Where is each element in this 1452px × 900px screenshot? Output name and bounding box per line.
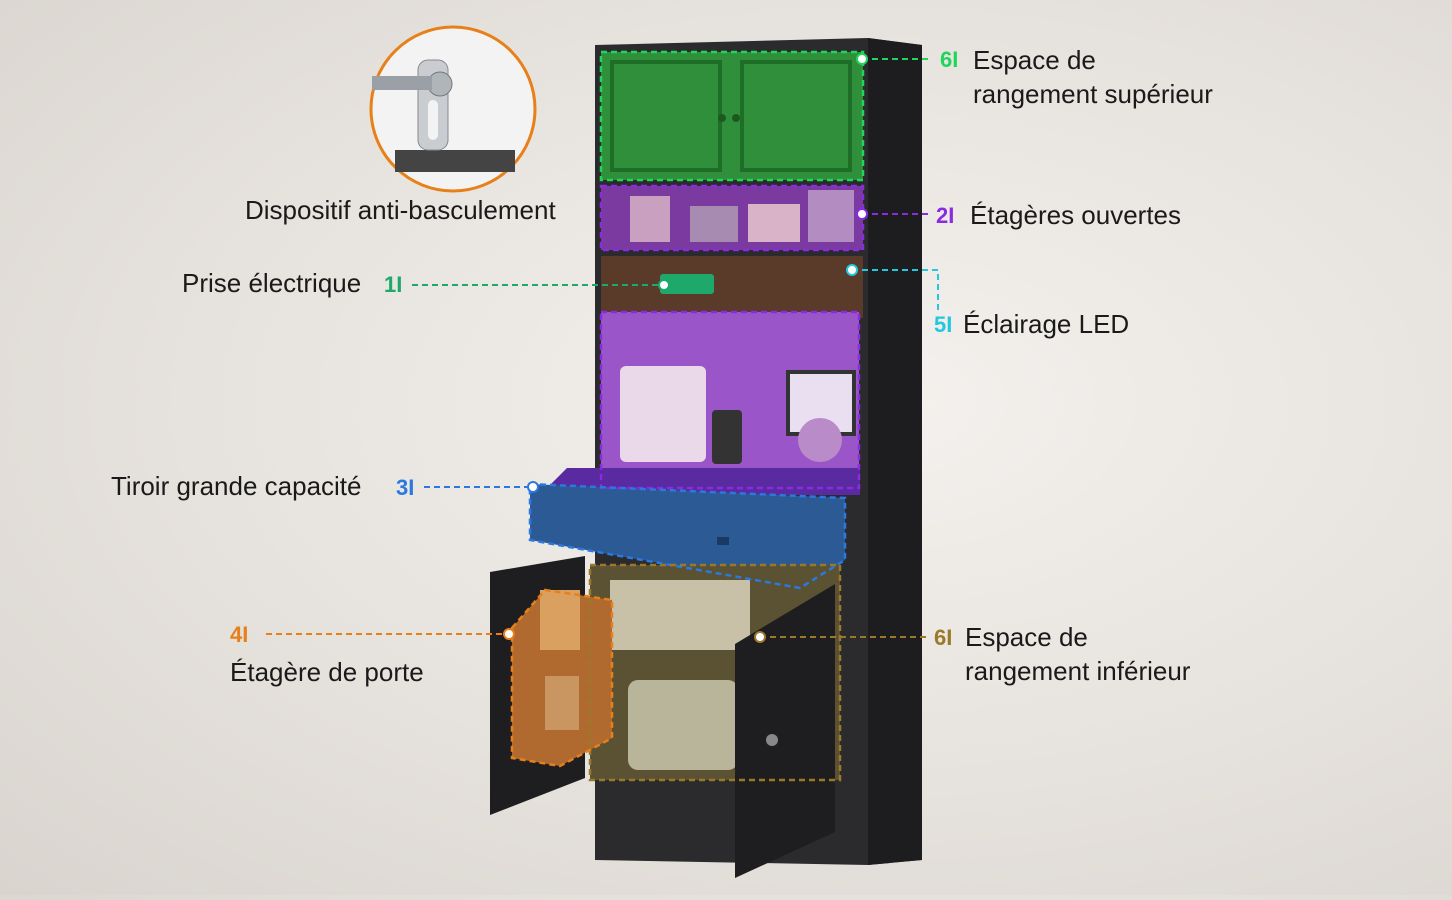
upper-storage-label-1: Espace de — [973, 45, 1096, 75]
led-number: 5I — [934, 312, 953, 337]
drawer-number: 3I — [396, 475, 415, 500]
lower-storage-label-1: Espace de — [965, 622, 1088, 652]
drawer-label: Tiroir grande capacité — [111, 471, 362, 501]
led-label: Éclairage LED — [963, 309, 1130, 339]
open-shelves-number: 2I — [936, 203, 955, 228]
upper-storage-number: 6I — [940, 47, 959, 72]
lower-storage-number: 6I — [934, 625, 953, 650]
zone-outlines — [510, 50, 865, 782]
outlet-number: 1I — [384, 272, 403, 297]
cabinet-body — [490, 38, 922, 878]
anti-tip-inset — [369, 25, 537, 193]
anti-tip-label: Dispositif anti-basculement — [245, 195, 556, 225]
door-shelf-number: 4I — [230, 622, 249, 647]
door-shelf-label: Étagère de porte — [230, 657, 424, 687]
connector-lines — [266, 58, 939, 638]
connector-dots — [503, 53, 868, 643]
upper-storage-label-2: rangement supérieur — [973, 79, 1213, 109]
lower-storage-label-2: rangement inférieur — [965, 656, 1191, 686]
outlet-label: Prise électrique — [182, 268, 362, 298]
open-shelves-label: Étagères ouvertes — [970, 200, 1182, 230]
